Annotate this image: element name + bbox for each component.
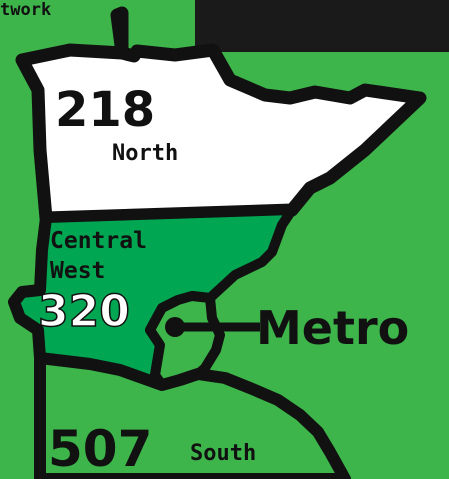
region-south — [34, 352, 351, 479]
region-metro — [145, 291, 225, 390]
region-north-name: North — [112, 141, 178, 166]
region-south-area-code: 507 — [48, 420, 152, 478]
header-title: twork — [0, 0, 51, 20]
header-bar — [195, 0, 449, 52]
region-central-west-name-line1: Central — [50, 228, 147, 254]
region-central-west-area-code: 320 — [38, 286, 130, 337]
region-central-west-name-line2: West — [50, 258, 105, 284]
region-north-area-code: 218 — [55, 82, 155, 138]
state-border-left — [8, 57, 52, 479]
region-south-name: South — [190, 441, 256, 466]
metro-label: Metro — [256, 301, 409, 355]
